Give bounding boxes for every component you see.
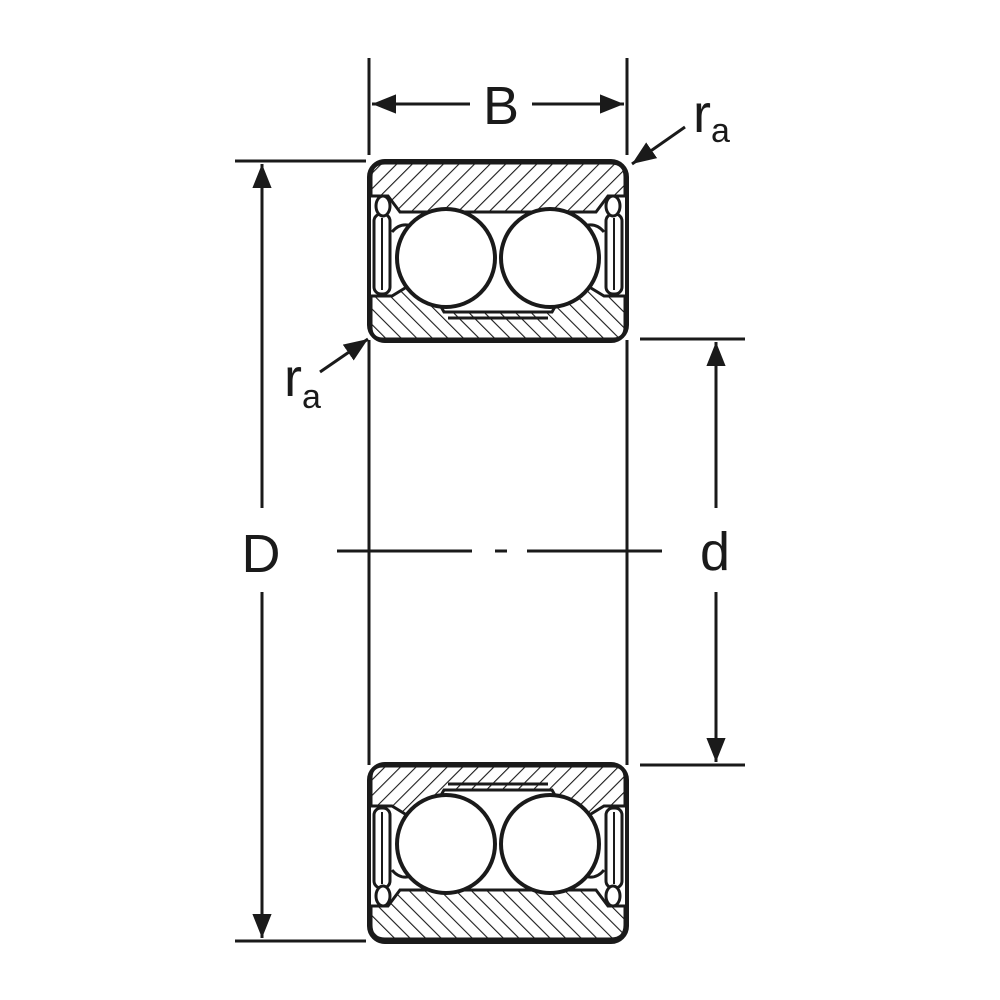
- top-cross-section: [367, 159, 629, 343]
- width-dimension: B: [367, 58, 629, 155]
- bottom-cross-section: [367, 762, 629, 944]
- outer-diameter-label: D: [242, 524, 281, 584]
- ball-bottom-left: [395, 793, 497, 895]
- ball-top-left: [395, 207, 497, 309]
- ball-top-right: [499, 207, 601, 309]
- inner-ring-bottom: [369, 764, 627, 819]
- ball-bottom-right: [499, 793, 601, 895]
- width-label: B: [483, 76, 519, 136]
- fillet-radius-top-sub: a: [711, 112, 730, 150]
- fillet-radius-left-sub: a: [302, 378, 321, 416]
- bore-diameter-label: d: [700, 522, 730, 582]
- fillet-radius-left-base: r: [284, 348, 302, 408]
- bore-outline: [367, 340, 629, 765]
- outer-ring-top: [369, 161, 627, 214]
- outer-diameter-dimension: D: [235, 159, 366, 943]
- fillet-radius-top-annotation: ra: [631, 84, 730, 166]
- outer-ring-bottom: [369, 888, 627, 941]
- bore-diameter-dimension: d: [640, 337, 745, 767]
- svg-text:ra: ra: [284, 348, 321, 416]
- fillet-radius-top-base: r: [693, 84, 711, 144]
- inner-ring-top: [369, 283, 627, 341]
- seal-left-bottom: [372, 806, 413, 908]
- svg-text:ra: ra: [693, 84, 730, 150]
- seal-right-top: [583, 194, 624, 296]
- fillet-radius-left-annotation: ra: [284, 337, 369, 416]
